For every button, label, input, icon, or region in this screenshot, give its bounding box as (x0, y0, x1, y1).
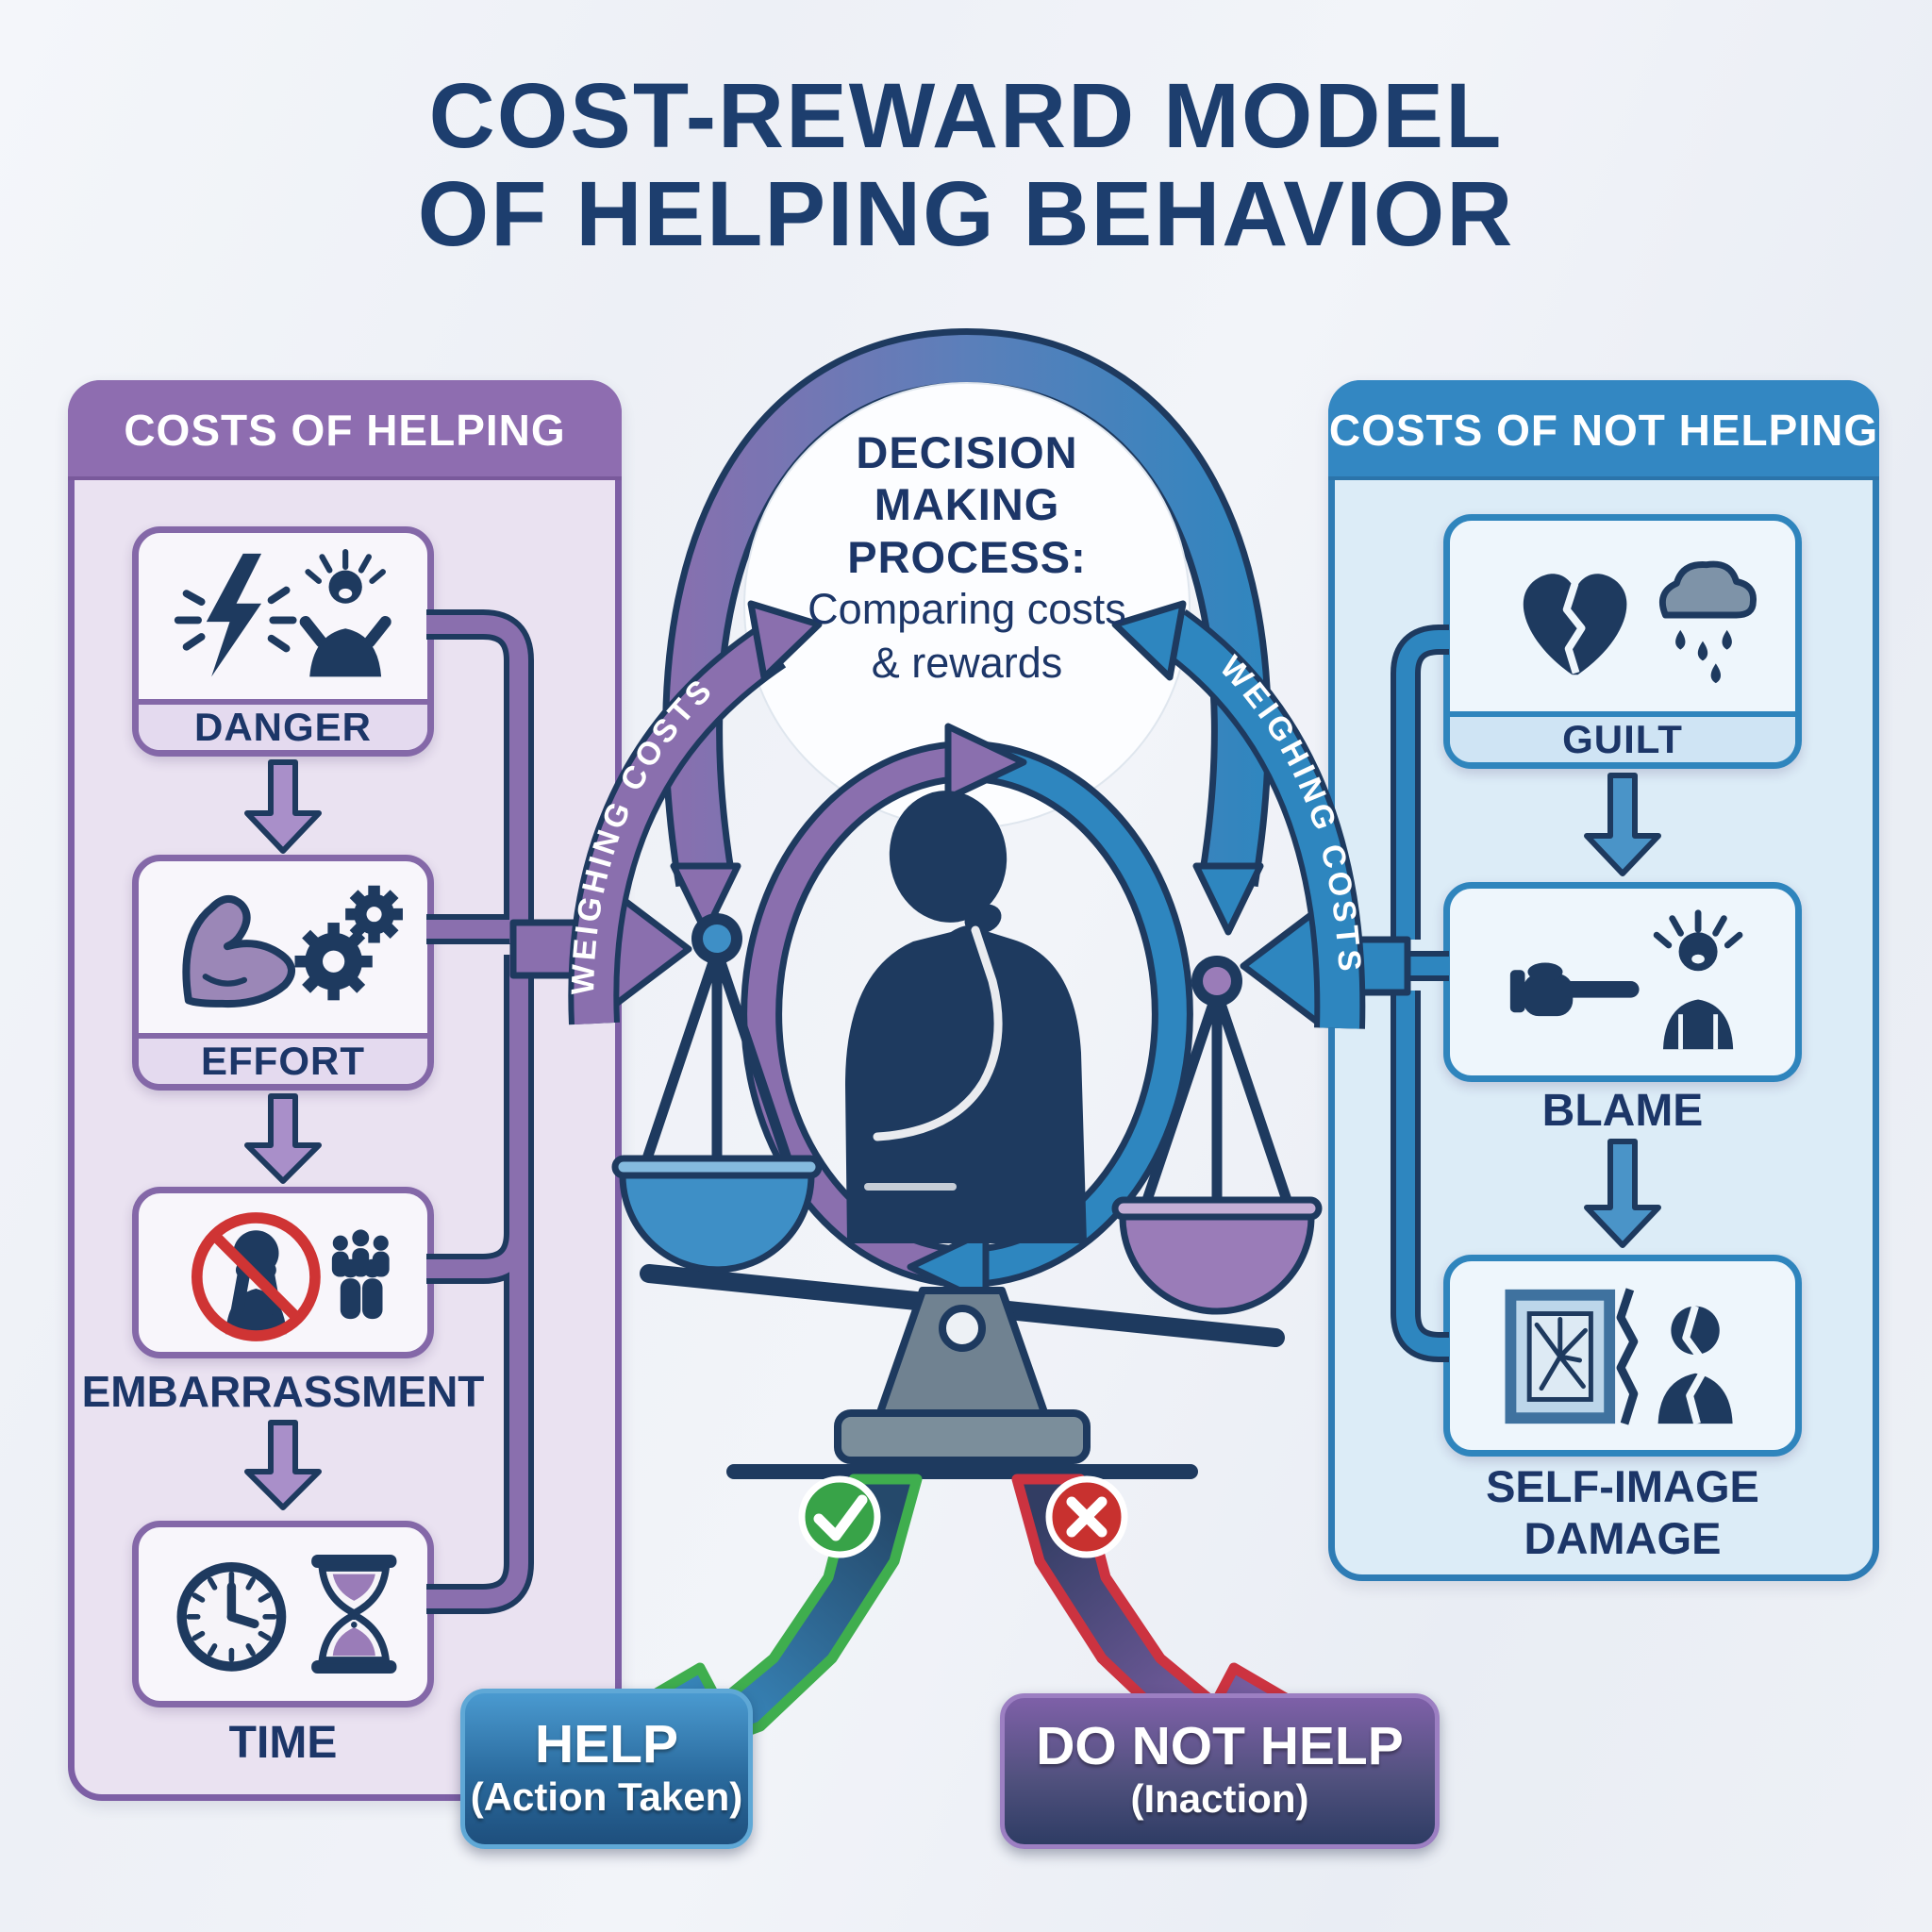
time-label: TIME (228, 1718, 338, 1768)
blame-card (1443, 882, 1802, 1082)
time-card (132, 1521, 434, 1707)
self-image-label: SELF-IMAGE DAMAGE (1486, 1461, 1759, 1564)
embarrassment-label: EMBARRASSMENT (81, 1367, 485, 1416)
embarrassment-icons (139, 1193, 427, 1352)
pointing-finger-icon (1509, 909, 1743, 1050)
do-not-help-title: DO NOT HELP (1036, 1716, 1404, 1777)
help-title: HELP (534, 1713, 679, 1774)
rain-cloud-icon (1659, 560, 1757, 684)
no-face-covering-icon (191, 1212, 390, 1341)
blame-icons (1450, 889, 1795, 1075)
danger-card: DANGER (132, 526, 434, 757)
guilt-icons (1450, 521, 1795, 711)
help-outcome-badge: HELP (Action Taken) (460, 1689, 753, 1849)
effort-label: EFFORT (139, 1033, 427, 1084)
crowd-icon (331, 1229, 390, 1320)
page-title-line2: OF HELPING BEHAVIOR (417, 162, 1515, 265)
right-scale (1111, 956, 1323, 1315)
left-connectors (426, 609, 534, 1614)
do-not-help-subtitle: (Inaction) (1130, 1776, 1309, 1822)
embarrassment-card (132, 1187, 434, 1358)
lightning-icon (174, 548, 391, 677)
costs-of-not-helping-header: COSTS OF NOT HELPING (1328, 380, 1879, 480)
danger-icons (139, 533, 427, 699)
decision-process-text: DECISION MAKING PROCESS: Comparing costs… (769, 426, 1165, 690)
broken-heart-icon (1523, 560, 1757, 684)
cracked-mirror-icon (1505, 1288, 1733, 1425)
effort-icons (139, 861, 427, 1033)
effort-card: EFFORT (132, 855, 434, 1091)
scale-fulcrum (726, 1287, 1198, 1479)
hourglass-icon (311, 1554, 397, 1674)
guilt-card: GUILT (1443, 514, 1802, 769)
thinking-person-icon (845, 791, 1087, 1243)
left-flow-arrows (244, 759, 322, 1510)
clock-icon (176, 1554, 397, 1674)
decision-line2: MAKING PROCESS: (847, 479, 1087, 582)
decision-line3: Comparing costs (808, 585, 1126, 634)
alarmed-person-icon (299, 548, 391, 677)
flexed-bicep-icon (182, 885, 403, 1008)
decision-line1: DECISION (856, 427, 1078, 477)
left-scale (611, 913, 823, 1274)
balance-scale-icon (611, 913, 1323, 1479)
self-image-icons (1450, 1261, 1795, 1450)
gears-icon (294, 885, 403, 1001)
right-flow-arrows (1584, 773, 1661, 1248)
blamed-person-icon (1653, 909, 1743, 1050)
do-not-help-outcome-badge: DO NOT HELP (Inaction) (1000, 1693, 1440, 1849)
costs-of-helping-header: COSTS OF HELPING (68, 380, 622, 480)
check-icon (798, 1475, 881, 1558)
decision-outer-arc (662, 327, 1272, 936)
danger-label: DANGER (139, 699, 427, 750)
split-person-icon (1657, 1305, 1733, 1425)
right-connectors (1391, 625, 1455, 1362)
guilt-label: GUILT (1450, 711, 1795, 762)
decision-line4: & rewards (871, 638, 1063, 687)
time-icons (139, 1527, 427, 1701)
page-title-line1: COST-REWARD MODEL (428, 64, 1504, 167)
help-subtitle: (Action Taken) (470, 1774, 743, 1819)
self-image-card (1443, 1255, 1802, 1457)
blame-label: BLAME (1541, 1086, 1704, 1136)
